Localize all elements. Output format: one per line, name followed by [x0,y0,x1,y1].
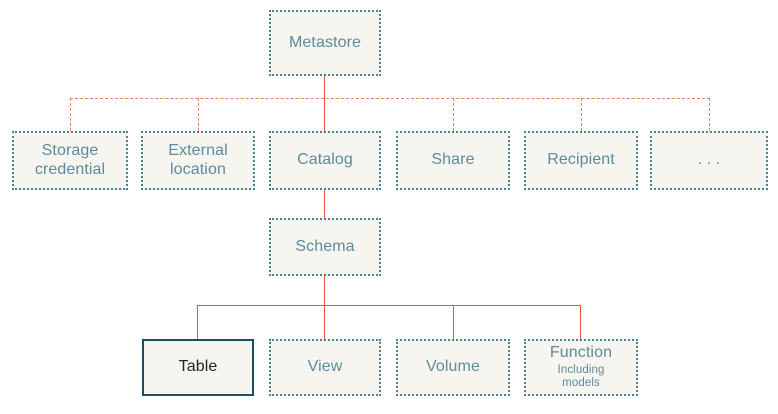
node-schema-label: Schema [295,237,355,255]
connector-drop-view [324,305,325,339]
node-catalog[interactable]: Catalog [269,131,381,190]
connector-drop-volume [453,305,454,339]
node-catalog-label: Catalog [297,151,353,169]
connector-drop-storage-credential [70,98,71,131]
node-share[interactable]: Share [396,131,510,190]
node-recipient-label: Recipient [547,151,615,169]
node-volume[interactable]: Volume [396,339,510,396]
node-function[interactable]: Function Including models [524,339,638,396]
node-view[interactable]: View [269,339,381,396]
connector-drop-external-location [198,98,199,131]
node-storage-credential-label: Storage credential [34,141,106,178]
connector-drop-share [453,98,454,131]
node-function-sublabel: Including models [557,364,605,390]
node-external-location[interactable]: External location [141,131,255,190]
node-volume-label: Volume [426,358,480,376]
node-view-label: View [307,358,343,376]
node-metastore[interactable]: Metastore [269,10,381,76]
connector-drop-catalog [324,98,325,131]
node-share-label: Share [431,151,475,169]
connector-drop-function [580,305,581,339]
node-schema[interactable]: Schema [269,218,381,276]
node-recipient[interactable]: Recipient [524,131,638,190]
node-metastore-label: Metastore [288,33,362,51]
node-storage-credential[interactable]: Storage credential [12,131,128,190]
node-external-location-label: External location [168,141,228,178]
node-table-label: Table [178,358,218,376]
connector-object-bus [197,305,581,306]
connector-metastore-to-bus [324,76,325,98]
connector-drop-table [197,305,198,339]
connector-catalog-to-schema [324,190,325,218]
node-more[interactable]: . . . [650,131,768,190]
node-more-label: . . . [697,151,721,169]
connector-securable-bus [70,98,710,99]
connector-drop-recipient [581,98,582,131]
node-table[interactable]: Table [142,339,254,396]
node-function-label: Function [549,344,613,362]
connector-drop-more [709,98,710,131]
connector-schema-to-bus [324,276,325,305]
